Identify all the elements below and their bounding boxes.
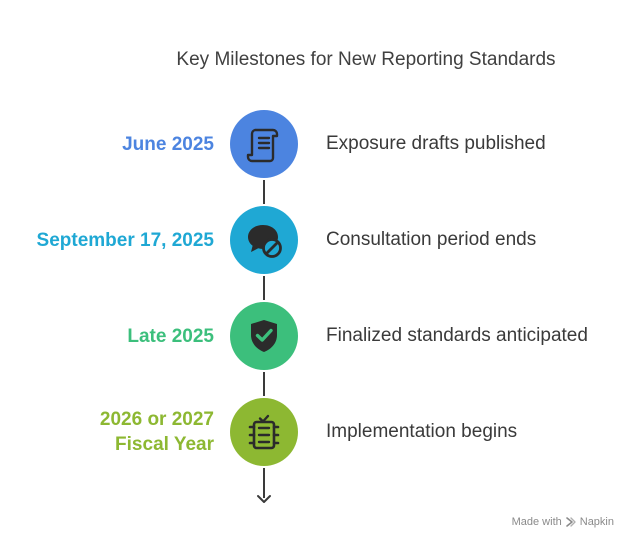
- napkin-logo-icon: [565, 517, 576, 527]
- timeline-connector: [263, 468, 265, 498]
- milestone-description: Consultation period ends: [326, 229, 537, 250]
- watermark-brand: Napkin: [579, 516, 614, 528]
- milestone-description: Implementation begins: [326, 421, 518, 442]
- milestone-marker: [230, 302, 298, 370]
- milestone-marker: [230, 110, 298, 178]
- timeline-connector: [263, 276, 265, 300]
- milestone-2: September 17, 2025 Consultation period e…: [0, 206, 636, 274]
- milestone-1: June 2025 Exposure drafts published: [0, 110, 636, 178]
- clipboard-checklist-icon: [248, 414, 280, 450]
- timeline-connector: [263, 180, 265, 204]
- timeline-arrow-icon: [257, 495, 271, 503]
- napkin-watermark: Made with Napkin: [512, 516, 614, 528]
- timeline-connector: [263, 372, 265, 396]
- milestone-marker: [230, 206, 298, 274]
- milestone-4: 2026 or 2027 Fiscal Year Implementation …: [0, 398, 636, 466]
- shield-check-icon: [251, 320, 277, 352]
- milestone-3: Late 2025 Finalized standards anticipate…: [0, 302, 636, 370]
- watermark-made-with: Made with: [511, 516, 562, 528]
- milestone-date: Late 2025: [127, 325, 214, 347]
- milestone-description: Exposure drafts published: [326, 133, 546, 154]
- milestone-marker: [230, 398, 298, 466]
- milestone-date: September 17, 2025: [36, 229, 214, 251]
- milestone-date: June 2025: [122, 133, 214, 155]
- milestone-date: 2026 or 2027 Fiscal Year: [99, 409, 214, 455]
- milestone-description: Finalized standards anticipated: [326, 325, 588, 346]
- speech-bubble-blocked-icon: [248, 225, 282, 258]
- scroll-document-icon: [246, 128, 279, 163]
- diagram-title: Key Milestones for New Reporting Standar…: [176, 49, 556, 70]
